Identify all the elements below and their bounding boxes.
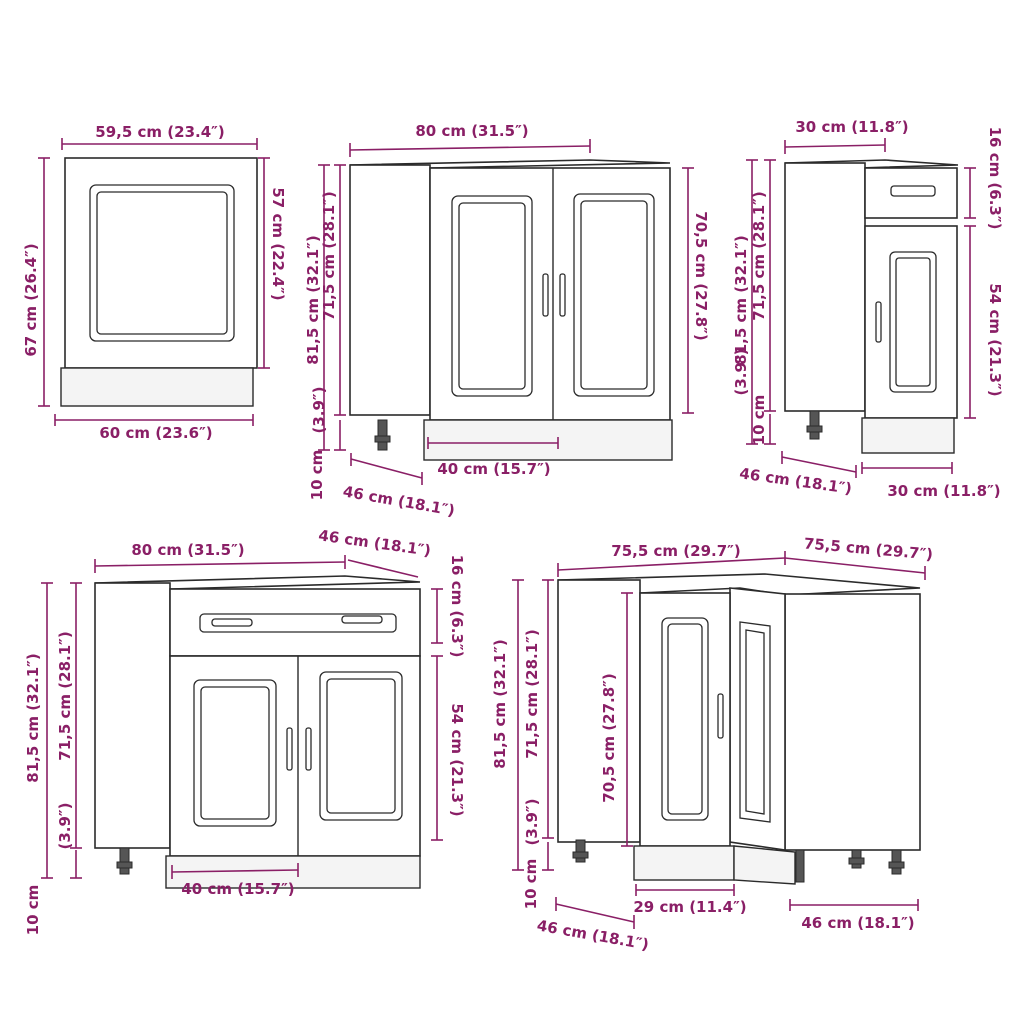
c5-leg-height-b-label: (3.9″)	[523, 799, 541, 846]
c4-inner-width-label: 40 cm (15.7″)	[181, 880, 294, 898]
c4-body-height-label: 71,5 cm (28.1″)	[56, 631, 74, 760]
c1-width-bottom-label: 60 cm (23.6″)	[99, 424, 212, 442]
c5-width-left-label: 75,5 cm (29.7″)	[611, 542, 740, 560]
c5-door-height-label: 70,5 cm (27.8″)	[600, 673, 618, 802]
c3-width-top-label: 30 cm (11.8″)	[795, 118, 908, 136]
c4-drawer-height-label: 16 cm (6.3″)	[448, 555, 466, 658]
c4-dimension-lines	[41, 555, 443, 879]
c2-depth-label: 46 cm (18.1″)	[342, 482, 457, 519]
c1-dimension-lines	[38, 138, 270, 426]
c2-total-height-label: 81,5 cm (32.1″)	[304, 235, 322, 364]
c2-inner-width-label: 40 cm (15.7″)	[437, 460, 550, 478]
c4-leg-height-a-label: 10 cm	[24, 885, 42, 936]
c5-dimension-lines	[512, 551, 926, 929]
c2-width-top-label: 80 cm (31.5″)	[415, 122, 528, 140]
c3-depth-label: 46 cm (18.1″)	[738, 464, 853, 498]
c3-leg-height-a-label: 10 cm	[750, 395, 768, 446]
cabinet-drawer-double-door	[94, 575, 421, 889]
c5-total-height-label: 81,5 cm (32.1″)	[491, 639, 509, 768]
c3-door-height-label: 54 cm (21.3″)	[986, 283, 1004, 396]
c2-body-height-label: 71,5 cm (28.1″)	[320, 191, 338, 320]
c4-door-height-label: 54 cm (21.3″)	[448, 703, 466, 816]
c2-leg-height-a-label: 10 cm	[308, 450, 326, 501]
cabinet-corner	[557, 573, 921, 885]
c1-height-right-label: 57 cm (22.4″)	[269, 187, 287, 300]
c5-body-height-label: 71,5 cm (28.1″)	[523, 629, 541, 758]
c3-dimension-lines	[746, 138, 976, 478]
c2-door-height-label: 70,5 cm (27.8″)	[692, 211, 710, 340]
c2-leg-height-b-label: (3.9″)	[310, 387, 328, 434]
c4-total-height-label: 81,5 cm (32.1″)	[24, 653, 42, 782]
cabinet-narrow	[784, 159, 959, 454]
c3-drawer-height-label: 16 cm (6.3″)	[986, 127, 1004, 230]
c5-depth-right-label: 46 cm (18.1″)	[801, 914, 914, 932]
c5-leg-height-a-label: 10 cm	[522, 859, 540, 910]
c4-width-top-label: 80 cm (31.5″)	[131, 541, 244, 559]
c3-total-height-label: 81,5 cm (32.1″)	[732, 235, 750, 364]
c4-leg-height-b-label: (3.9″)	[56, 803, 74, 850]
c3-width-bottom-label: 30 cm (11.8″)	[887, 482, 1000, 500]
c1-width-top-label: 59,5 cm (23.4″)	[95, 123, 224, 141]
cabinet-double-door	[349, 159, 673, 461]
c5-door-width-label: 29 cm (11.4″)	[633, 898, 746, 916]
c3-body-height-label: 71,5 cm (28.1″)	[750, 191, 768, 320]
c5-width-right-label: 75,5 cm (29.7″)	[803, 534, 933, 563]
c4-depth-label: 46 cm (18.1″)	[317, 526, 432, 560]
c2-dimension-lines	[318, 139, 694, 485]
cabinet-oven-front-panel	[60, 157, 258, 407]
c1-height-left-label: 67 cm (26.4″)	[22, 243, 40, 356]
c3-leg-height-b-label: (3.9″)	[732, 349, 750, 396]
